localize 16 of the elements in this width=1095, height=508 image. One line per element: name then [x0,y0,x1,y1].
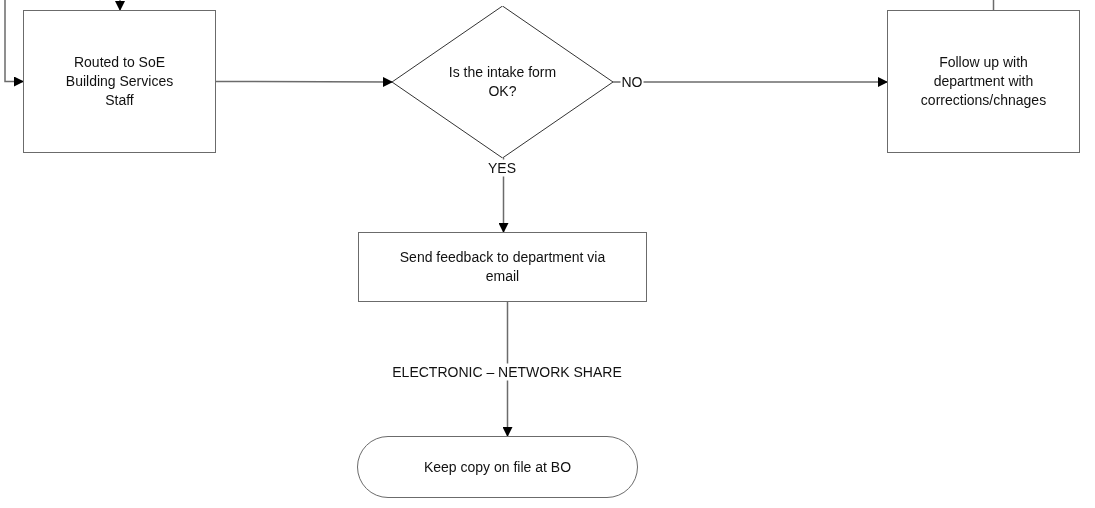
node-text: Routed to SoE Building Services Staff [64,53,175,110]
arrow [115,0,125,11]
process-box [23,10,216,153]
arrow [4,0,24,87]
process-box [887,10,1080,153]
node-text: Keep copy on file at BO [423,457,572,477]
arrow [612,77,888,87]
arrow [215,76,393,87]
process-box [358,232,647,302]
node-text: Send feedback to department via email [398,248,607,286]
node-text: Follow up with department with corrections/chnages [919,53,1048,110]
edge-label: ELECTRONIC – NETWORK SHARE [391,363,623,381]
arrow [502,301,513,437]
node-text: Is the intake form OK? [447,63,558,101]
edge-label: YES [487,159,517,177]
decision-diamond [392,6,613,158]
